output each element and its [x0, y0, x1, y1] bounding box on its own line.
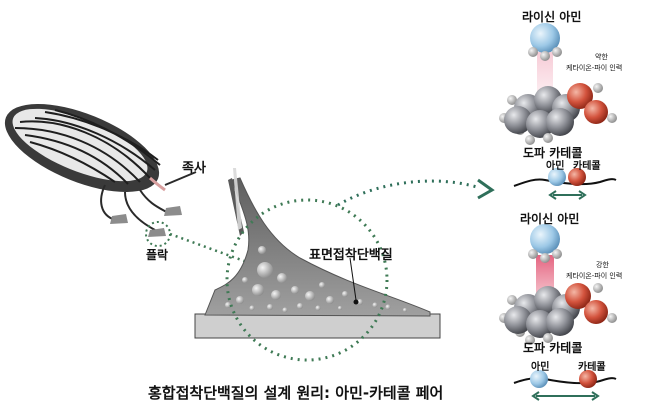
pair-catechol-dot	[568, 168, 586, 186]
top-pair-catechol-label: 카테콜	[573, 161, 601, 172]
zoom-connector	[169, 232, 248, 264]
surface-protein-pointer	[349, 257, 357, 301]
bottom-interaction-type: 케타이온-파이 인력	[566, 272, 623, 280]
bottom-pair-amine-label: 아민	[531, 362, 550, 373]
catechol-ring-icon	[499, 83, 617, 145]
bottom-catechol-label: 도파 카테콜	[523, 341, 583, 355]
mussel-icon	[4, 103, 166, 193]
pair-amine-dot	[548, 168, 566, 186]
bottom-amine-label: 라이신 아민	[520, 212, 580, 226]
top-interaction-strength: 약한	[595, 53, 608, 61]
bottom-interaction-strength: 강한	[596, 261, 609, 269]
double-arrow-icon	[531, 391, 600, 401]
pair-catechol-dot	[579, 370, 597, 388]
figure-title: 홍합접착단백질의 설계 원리: 아민-카테콜 페어	[148, 384, 444, 402]
pair-amine-dot	[530, 370, 548, 388]
surface-protein-dot	[353, 299, 359, 305]
panel-arrow-head	[477, 178, 495, 200]
top-catechol-label: 도파 카테콜	[523, 146, 583, 160]
catechol-ring-icon	[499, 283, 617, 345]
surface-protein-label: 표면접착단백질	[309, 248, 393, 263]
top-amine-label: 라이신 아민	[522, 10, 582, 24]
amine-molecule-icon	[528, 224, 562, 263]
adhesive-plaque	[204, 177, 431, 317]
plaque-pores	[225, 246, 407, 313]
top-pair-amine-label: 아민	[546, 161, 565, 172]
small-plaques	[110, 206, 182, 237]
byssus-label: 족사	[182, 161, 206, 176]
amine-molecule-icon	[528, 23, 562, 61]
zoom-circle	[225, 198, 389, 362]
weak-interaction-panel	[499, 23, 617, 200]
substrate	[194, 313, 441, 339]
double-arrow-icon	[548, 190, 587, 200]
top-interaction-type: 케타이온-파이 인력	[566, 64, 623, 72]
plaque-label: 플락	[146, 248, 169, 262]
panel-arrow	[337, 179, 481, 207]
bottom-pair-catechol-label: 카테콜	[578, 362, 606, 373]
strong-interaction-panel	[499, 224, 617, 401]
